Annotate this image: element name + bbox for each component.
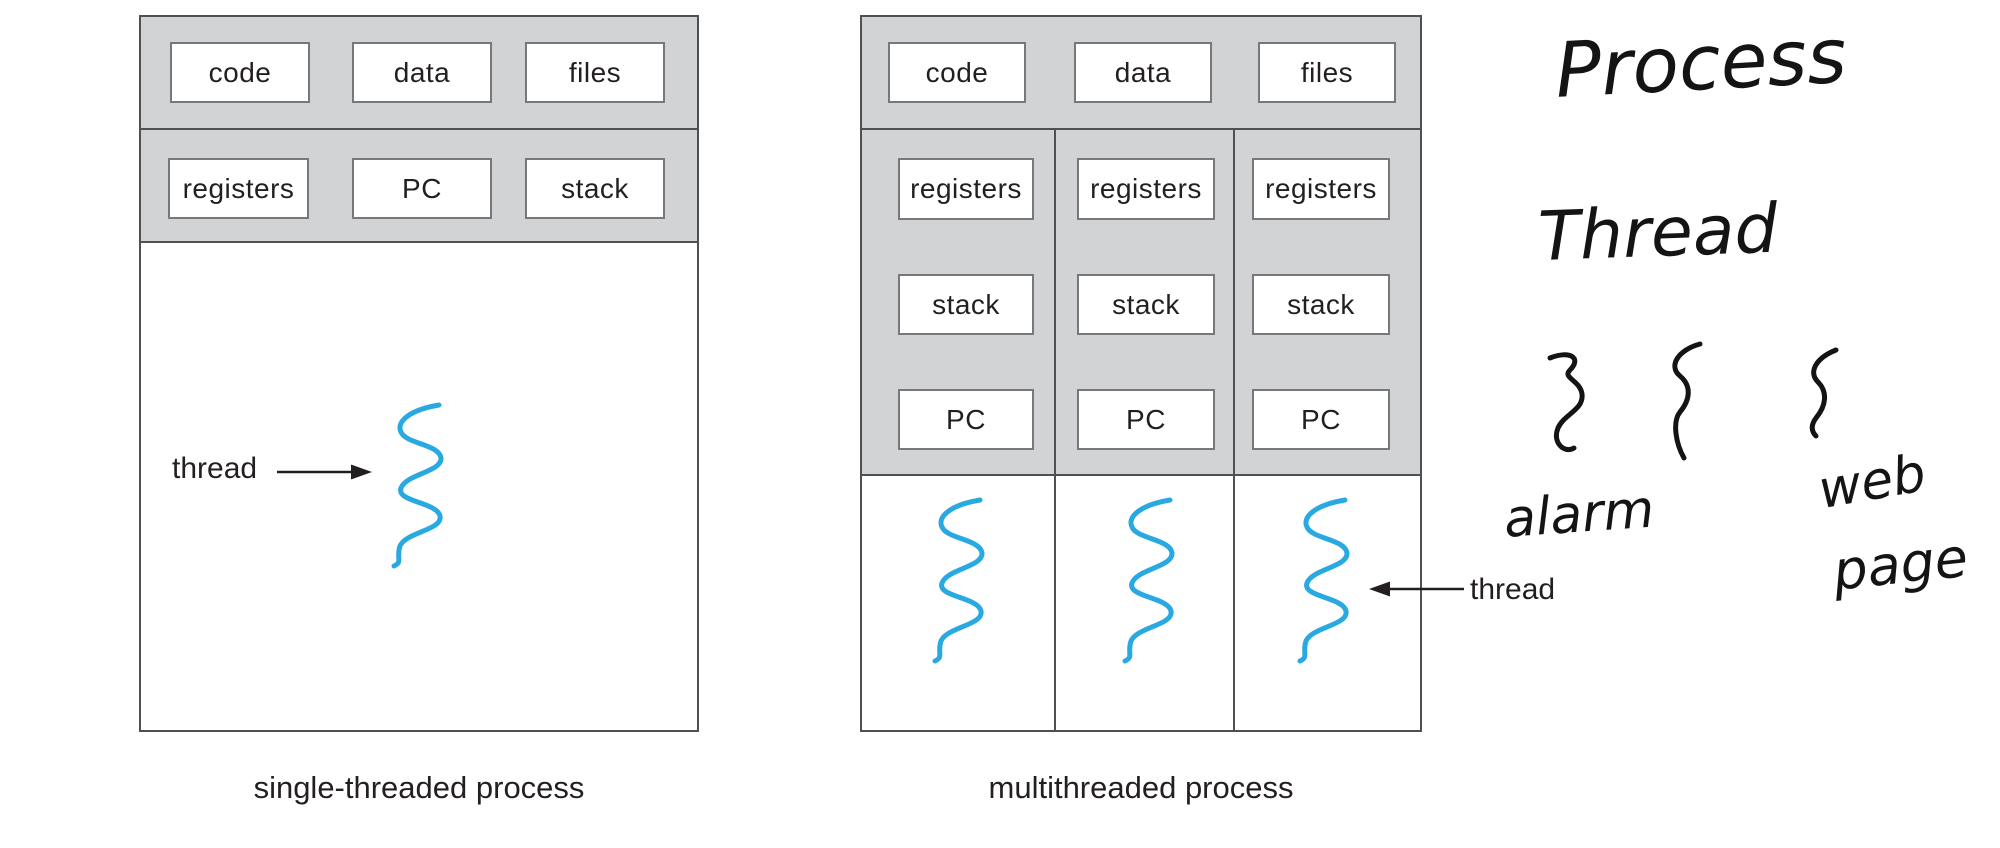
stack-label-col1: stack [932, 288, 1000, 320]
handwritten-squiggle-2-icon [1672, 341, 1703, 461]
stack-label-col3: stack [1287, 288, 1355, 320]
stack-label-col2: stack [1112, 288, 1180, 320]
pc-label-col3: PC [1301, 403, 1341, 435]
pc-box-col1: PC [898, 389, 1034, 450]
pc-box-col2: PC [1077, 389, 1215, 450]
handwritten-thread: Thread [1537, 189, 1779, 277]
files-box-mt: files [1258, 42, 1396, 103]
column-divider-2 [1233, 130, 1235, 730]
multithreaded-caption: multithreaded process [988, 770, 1294, 805]
data-box: data [352, 42, 492, 103]
stack-box: stack [525, 158, 665, 219]
handwritten-squiggle-3-icon [1809, 347, 1839, 439]
handwritten-web: web [1814, 443, 1931, 522]
column-divider-1 [1054, 130, 1056, 730]
thread-squiggle-icon-col3 [1297, 497, 1350, 664]
registers-label: registers [182, 172, 295, 204]
registers-label-col1: registers [910, 173, 1022, 204]
single-threaded-caption: single-threaded process [253, 770, 585, 805]
code-box-mt: code [888, 42, 1026, 103]
stack-box-col1: stack [898, 274, 1034, 335]
thread-label-left: thread [172, 452, 258, 485]
registers-box-col1: registers [898, 158, 1034, 220]
stack-label: stack [561, 172, 629, 204]
data-label-mt: data [1114, 56, 1172, 88]
stack-box-col2: stack [1077, 274, 1215, 335]
thread-arrow-right-icon [277, 464, 372, 480]
single-threaded-process-box [139, 15, 699, 732]
pc-label-col2: PC [1126, 403, 1166, 435]
files-label-mt: files [1300, 56, 1354, 88]
pc-box: PC [352, 158, 492, 219]
pc-label: PC [402, 172, 442, 204]
code-label: code [208, 56, 272, 88]
files-box: files [525, 42, 665, 103]
thread-squiggle-icon-col1 [932, 497, 985, 664]
thread-label-right: thread [1470, 573, 1556, 606]
registers-label-col3: registers [1265, 173, 1377, 204]
handwritten-page: page [1830, 525, 1971, 603]
thread-arrow-left-icon [1369, 581, 1464, 597]
code-label-mt: code [925, 56, 989, 88]
thread-squiggle-icon [391, 402, 444, 569]
registers-box-col3: registers [1252, 158, 1390, 220]
registers-box-col2: registers [1077, 158, 1215, 220]
handwritten-squiggle-1-icon [1547, 352, 1585, 452]
handwritten-process: Process [1553, 10, 1849, 115]
pc-label-col1: PC [946, 403, 986, 435]
handwritten-alarm: alarm [1502, 479, 1657, 550]
thread-squiggle-icon-col2 [1122, 497, 1175, 664]
registers-label-col2: registers [1090, 173, 1202, 204]
pc-box-col3: PC [1252, 389, 1390, 450]
data-box-mt: data [1074, 42, 1212, 103]
stack-box-col3: stack [1252, 274, 1390, 335]
code-box: code [170, 42, 310, 103]
registers-box: registers [168, 158, 309, 219]
data-label: data [393, 56, 451, 88]
files-label: files [568, 56, 622, 88]
